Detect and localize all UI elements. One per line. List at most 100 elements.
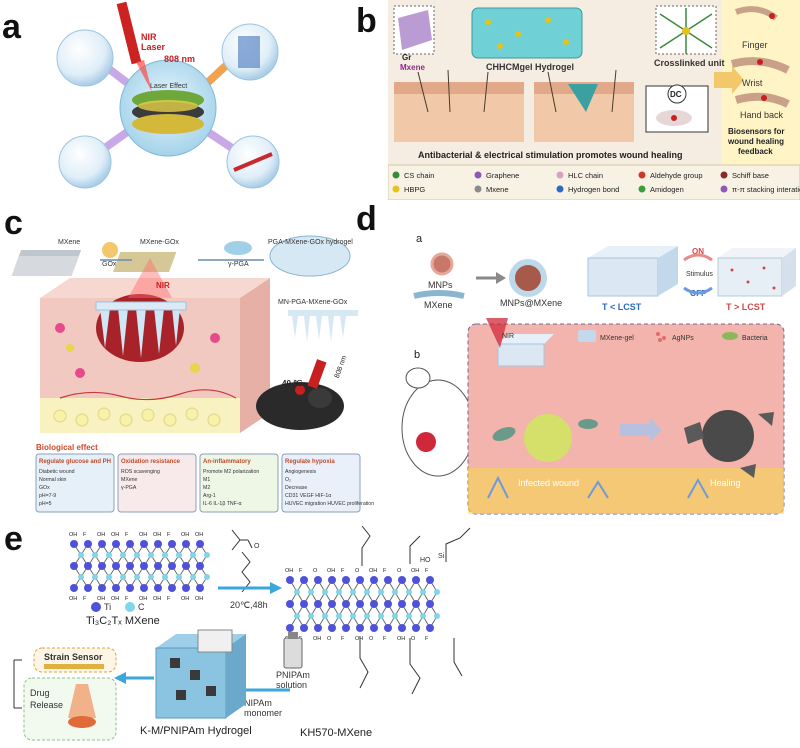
atom-ti <box>140 584 148 592</box>
atom-ti <box>154 540 162 548</box>
c-mxene: MXene <box>58 239 80 246</box>
atom-ti <box>168 584 176 592</box>
atom-c <box>406 589 412 595</box>
terminal-group: OH <box>397 636 405 642</box>
terminal-group: O <box>355 568 360 574</box>
finger-label: Finger <box>742 40 768 50</box>
atom-ti <box>196 540 204 548</box>
panel-letter-b: b <box>356 4 377 38</box>
c-mxene-gox: MXene-GOx <box>140 239 179 246</box>
atom-c <box>106 574 112 580</box>
effect-box-line: Normal skin <box>39 477 66 483</box>
e-hydrogel-cube <box>156 630 246 718</box>
terminal-group: F <box>341 568 345 574</box>
effect-box-line: pH=7-9 <box>39 493 56 499</box>
legend-swatch <box>475 186 482 193</box>
legend-label: Schiff base <box>732 171 769 180</box>
atom-c <box>308 613 314 619</box>
terminal-group: OH <box>69 596 77 602</box>
atom-ti <box>342 624 350 632</box>
bubble-top-left <box>57 30 113 86</box>
atom-ti <box>98 584 106 592</box>
panel-letter-c: c <box>4 206 23 240</box>
handback-label: Hand back <box>740 110 784 120</box>
atom-ti <box>426 600 434 608</box>
e-kh570-lattice: OHOFFOOHOHOFFOOHOHOFFOOHOHOFF <box>285 568 440 642</box>
effect-box-line: pH=5 <box>39 501 52 507</box>
atom-ti <box>314 624 322 632</box>
legend-swatch <box>721 172 728 179</box>
panel-b: b Gr Mxene CHHCMgel Hydrogel Crosslinked… <box>388 0 800 200</box>
wrist-label: Wrist <box>742 78 763 88</box>
terminal-group: O <box>327 636 332 642</box>
atom-c <box>106 552 112 558</box>
d-t-high: T > LCST <box>726 302 766 312</box>
panel-c: c MXene GOx MXene-GOx γ-PGA PGA-MXene-GO… <box>0 198 380 518</box>
terminal-group: OH <box>181 532 189 538</box>
atom-ti <box>286 624 294 632</box>
panel-b-caption: Antibacterial & electrical stimulation p… <box>418 150 683 160</box>
legend-label: HLC chain <box>568 171 603 180</box>
atom-ti <box>384 600 392 608</box>
hydrogel-title: CHHCMgel Hydrogel <box>486 62 574 72</box>
atom-c <box>308 589 314 595</box>
terminal-group: OH <box>139 532 147 538</box>
atom-c <box>420 589 426 595</box>
terminal-group: OH <box>327 568 335 574</box>
legend-swatch <box>557 172 564 179</box>
c-temp: 40 ℃ <box>282 379 302 388</box>
legend-swatch <box>639 172 646 179</box>
e-ti: Ti <box>104 602 111 612</box>
atom-ti <box>314 576 322 584</box>
atom-c <box>190 574 196 580</box>
atom-c <box>350 589 356 595</box>
atom-ti <box>70 540 78 548</box>
atom-ti <box>398 576 406 584</box>
legend-label: HBPG <box>404 185 425 194</box>
atom-c <box>336 613 342 619</box>
effect-box-line: HUVEC migration HUVEC proliferation <box>285 501 374 507</box>
terminal-group: OH <box>411 568 419 574</box>
d-mnps-mxene: MNPs@MXene <box>500 298 562 308</box>
atom-c <box>378 589 384 595</box>
laser-label-laser: Laser <box>141 42 166 52</box>
panel-d: d a MNPs MXene MNPs@MXene T < LCST ON St… <box>388 198 800 518</box>
hydrogel-block <box>472 8 582 58</box>
terminal-group: OH <box>195 532 203 538</box>
e-silane <box>232 530 252 592</box>
laser-effect-label: Laser Effect <box>150 83 187 90</box>
effect-box-line: Diabetic wound <box>39 469 75 475</box>
atom-c <box>148 552 154 558</box>
terminal-group: F <box>167 532 171 538</box>
terminal-group: F <box>299 568 303 574</box>
terminal-group: OH <box>153 532 161 538</box>
biosensor-label-2: wound healing <box>727 137 784 146</box>
e-nipam-1: NIPAm <box>244 698 272 708</box>
atom-ti <box>412 576 420 584</box>
terminal-group: F <box>341 636 345 642</box>
atom-c <box>204 574 210 580</box>
biosensor-label-1: Biosensors for <box>728 127 784 136</box>
terminal-group: F <box>83 596 87 602</box>
legend-label: Amidogen <box>650 185 684 194</box>
atom-ti <box>168 540 176 548</box>
atom-c <box>392 589 398 595</box>
e-pnipam-1: PNIPAm <box>276 670 310 680</box>
d-healing: Healing <box>710 478 741 488</box>
terminal-group: F <box>425 636 429 642</box>
d-infected-blob <box>524 414 572 462</box>
atom-ti <box>126 540 134 548</box>
terminal-group: F <box>383 636 387 642</box>
d-sub-b: b <box>414 349 420 361</box>
atom-ti <box>286 600 294 608</box>
terminal-group: OH <box>181 596 189 602</box>
panel-a-figure: Laser Effect NIR Laser 808 nm <box>0 0 380 195</box>
atom-ti <box>182 584 190 592</box>
atom-ti <box>426 624 434 632</box>
terminal-group: OH <box>153 596 161 602</box>
laser-label-nir: NIR <box>141 32 157 42</box>
terminal-group: F <box>425 568 429 574</box>
effect-box-line: Decrease <box>285 485 307 491</box>
